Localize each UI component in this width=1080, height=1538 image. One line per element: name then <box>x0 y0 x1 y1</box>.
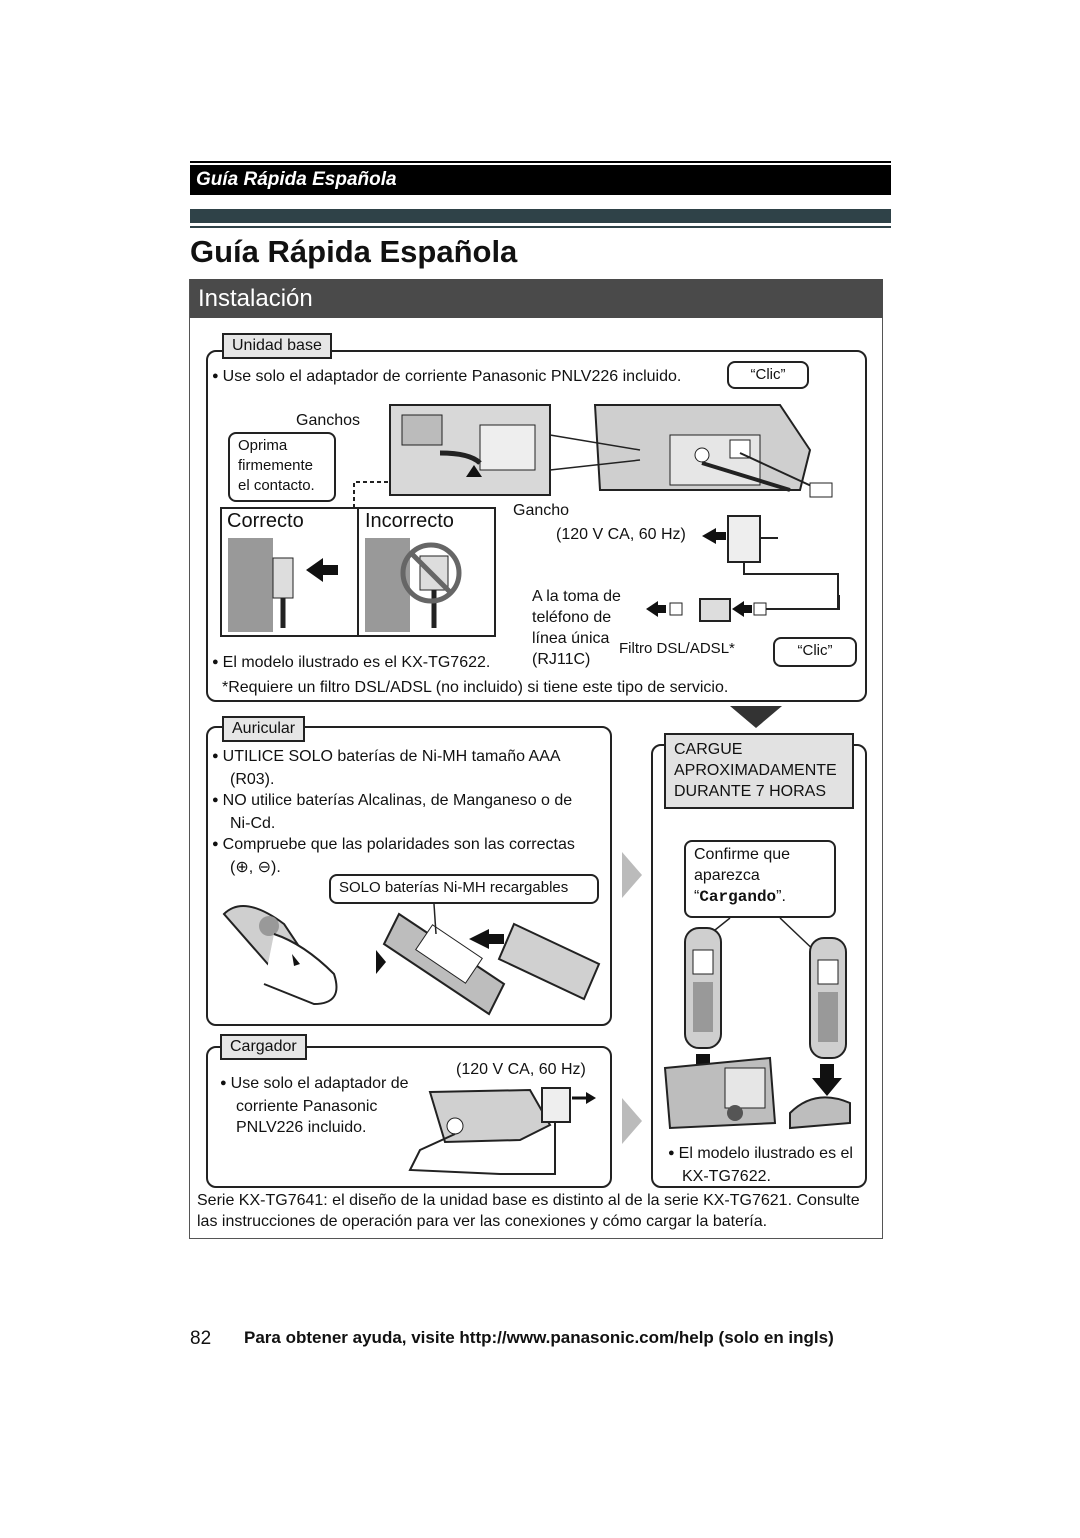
dsl-filter-label: Filtro DSL/ADSL* <box>619 640 735 657</box>
clic-callout-top: “Clic” <box>727 361 809 389</box>
phone-jack-line-3: línea única <box>532 630 610 647</box>
confirm-line-2: aparezca <box>694 867 760 884</box>
press-line-3: el contacto. <box>238 477 315 494</box>
panel-divider <box>357 507 359 637</box>
base-adapter-note-text: Use solo el adaptador de corriente Panas… <box>222 368 682 385</box>
ac-adapter-illustration <box>702 515 839 608</box>
confirm-line-1: Confirme que <box>694 846 791 863</box>
correct-label: Correcto <box>227 510 304 532</box>
charge-line-2: APROXIMADAMENTE <box>674 762 837 779</box>
incorrect-illustration <box>365 538 462 632</box>
charger-note-line-3: PNLV226 incluido. <box>236 1119 367 1136</box>
dsl-filter-illustration <box>646 595 840 622</box>
base-model-note-text: El modelo ilustrado es el KX-TG7622. <box>222 654 491 671</box>
dsl-footnote: *Requiere un filtro DSL/ADSL (no incluid… <box>222 679 729 696</box>
battery-callout: SOLO baterías Ni-MH recargables <box>329 874 599 904</box>
series-note-line-1: Serie KX-TG7641: el diseño de la unidad … <box>197 1192 860 1209</box>
charger-power-spec: (120 V CA, 60 Hz) <box>456 1061 586 1078</box>
page-number: 82 <box>190 1328 212 1349</box>
handset-bullet-2-line-2: Ni-Cd. <box>230 815 276 832</box>
handset-bullet-2: NO utilice baterías Alcalinas, de Mangan… <box>212 790 602 813</box>
base-unit-illustration <box>389 404 833 498</box>
right-arrow-icon-2 <box>622 1098 642 1144</box>
section-title: Instalación <box>190 279 883 318</box>
charge-model-note: El modelo ilustrado es el KX-TG7622. <box>668 1143 853 1187</box>
charge-model-line-2: KX-TG7622. <box>682 1168 771 1185</box>
phone-jack-line-1: A la toma de <box>532 588 621 605</box>
handset-bullet-2-line-1: NO utilice baterías Alcalinas, de Mangan… <box>222 792 573 809</box>
handset-bullet-3-line-1: Compruebe que las polaridades son las co… <box>222 836 575 853</box>
header-rule <box>190 161 891 163</box>
handset-bullet-1: UTILICE SOLO baterías de Ni-MH tamaño AA… <box>212 746 602 769</box>
charger-tag: Cargador <box>220 1034 307 1060</box>
phone-jack-line-4: (RJ11C) <box>532 651 591 668</box>
charger-note: Use solo el adaptador de corriente Panas… <box>220 1073 409 1138</box>
charge-model-line-1-text: El modelo ilustrado es el <box>678 1145 853 1162</box>
help-footer: Para obtener ayuda, visite http://www.pa… <box>244 1328 834 1347</box>
dashed-connector <box>353 481 390 508</box>
charger-note-line-1-text: Use solo el adaptador de <box>230 1075 409 1092</box>
handset-bullet-3: Compruebe que las polaridades son las co… <box>212 834 602 857</box>
base-model-note: El modelo ilustrado es el KX-TG7622. <box>212 652 491 675</box>
phone-jack-label: A la toma de teléfono de línea única (RJ… <box>532 586 621 670</box>
press-firmly-callout: Oprima firmemente el contacto. <box>228 432 336 502</box>
charger-illustration <box>408 1087 596 1175</box>
divider-rule <box>190 226 891 228</box>
charger-note-line-1: Use solo el adaptador de <box>220 1073 409 1096</box>
handset-tag: Auricular <box>222 716 306 742</box>
confirm-callout: Confirme que aparezca “Cargando”. <box>684 840 836 918</box>
handset-bullet-1-line-1: UTILICE SOLO baterías de Ni-MH tamaño AA… <box>222 748 561 765</box>
press-line-2: firmemente <box>238 457 314 474</box>
handset-bullets: UTILICE SOLO baterías de Ni-MH tamaño AA… <box>212 746 602 878</box>
incorrect-label: Incorrecto <box>365 510 454 532</box>
hook-label: Gancho <box>513 502 570 519</box>
power-spec-base: (120 V CA, 60 Hz) <box>556 526 686 543</box>
charge-line-3: DURANTE 7 HORAS <box>674 783 827 800</box>
page-title: Guía Rápida Española <box>190 234 518 269</box>
handset-bullet-3-line-2: (⊕, ⊖). <box>230 859 281 876</box>
series-note: Serie KX-TG7641: el diseño de la unidad … <box>197 1190 877 1232</box>
charge-model-line-1: El modelo ilustrado es el <box>668 1143 853 1166</box>
correct-illustration <box>228 538 338 632</box>
header-bar-title: Guía Rápida Española <box>190 165 891 195</box>
charge-line-1: CARGUE <box>674 741 743 758</box>
right-arrow-icon <box>622 852 642 898</box>
series-note-line-2: las instrucciones de operación para ver … <box>197 1213 768 1230</box>
charge-instruction: CARGUE APROXIMADAMENTE DURANTE 7 HORAS <box>664 733 854 809</box>
divider-bar <box>190 209 891 223</box>
phone-jack-line-2: teléfono de <box>532 609 612 626</box>
handset-bullet-1-line-2: (R03). <box>230 771 275 788</box>
charger-note-line-2: corriente Panasonic <box>236 1098 378 1115</box>
charging-display-text: “Cargando”. <box>694 888 786 906</box>
hooks-label: Ganchos <box>296 412 361 429</box>
down-arrow-icon <box>730 706 782 728</box>
handset-battery-illustration <box>222 903 601 1016</box>
press-line-1: Oprima <box>238 437 288 454</box>
charging-text: Cargando <box>699 888 777 906</box>
handsets-charging-illustration <box>663 918 851 1130</box>
base-adapter-note: Use solo el adaptador de corriente Panas… <box>212 366 682 389</box>
clic-callout-bottom: “Clic” <box>773 637 857 667</box>
base-unit-tag: Unidad base <box>222 333 332 359</box>
